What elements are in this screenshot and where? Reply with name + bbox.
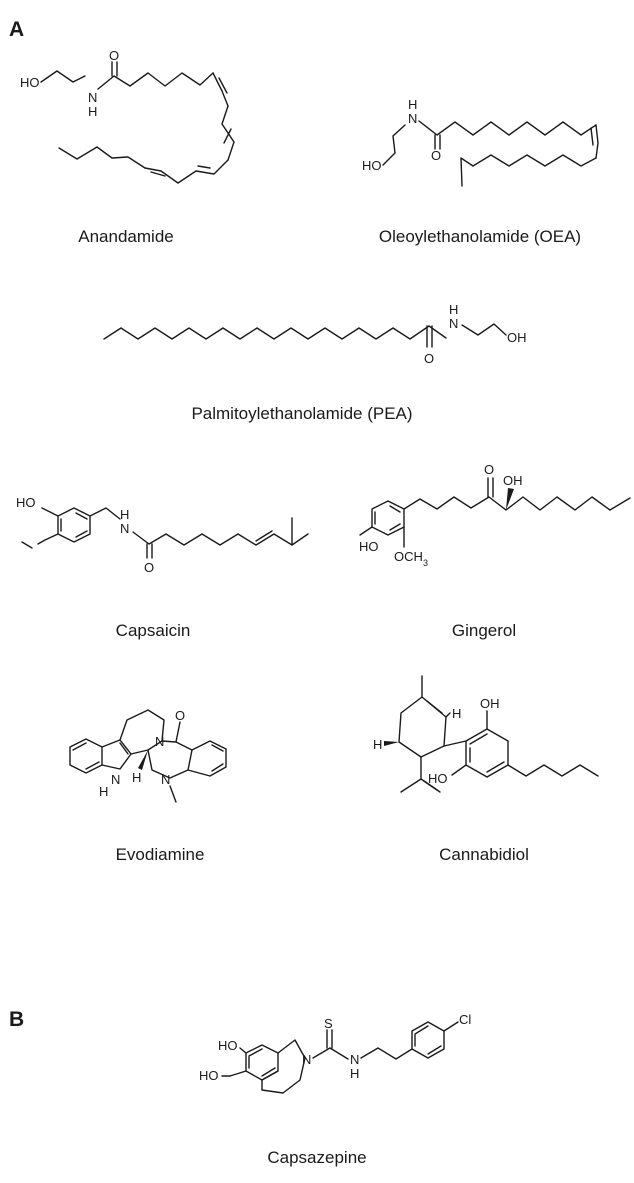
svg-text:H: H [452,706,461,721]
svg-text:N: N [408,111,417,126]
caption-cannabidiol: Cannabidiol [439,845,529,864]
caption-evodiamine: Evodiamine [115,845,205,864]
panel-label-a: A [9,18,25,41]
svg-text:HO: HO [218,1038,238,1053]
caption-pea: Palmitoylethanolamide (PEA) [191,404,413,423]
svg-text:O: O [484,462,494,477]
svg-text:H: H [99,784,108,799]
svg-text:H: H [350,1066,359,1081]
svg-text:H: H [132,770,141,785]
svg-text:N: N [88,90,97,105]
svg-text:N: N [161,772,170,787]
svg-text:OH: OH [480,696,500,711]
svg-text:HO: HO [199,1068,219,1083]
caption-capsaicin: Capsaicin [115,621,191,640]
panel-label-b: B [9,1008,25,1031]
svg-text:N: N [302,1052,311,1067]
svg-text:H: H [373,737,382,752]
svg-text:Cl: Cl [459,1012,471,1027]
svg-text:N: N [111,772,120,787]
svg-text:N: N [350,1052,359,1067]
svg-text:HO: HO [20,75,40,90]
caption-capsazepine: Capsazepine [267,1148,367,1167]
svg-text:N: N [449,316,458,331]
svg-text:HO: HO [362,158,382,173]
svg-text:N: N [155,734,164,749]
svg-text:OCH: OCH [394,549,423,564]
svg-text:HO: HO [16,495,36,510]
svg-text:OH: OH [503,473,523,488]
svg-text:O: O [144,560,154,575]
svg-text:N: N [120,521,129,536]
svg-text:3: 3 [423,558,428,568]
svg-text:HO: HO [428,771,448,786]
svg-text:H: H [88,104,97,119]
svg-text:H: H [408,97,417,112]
svg-text:O: O [175,708,185,723]
svg-text:HO: HO [359,539,379,554]
svg-text:OH: OH [507,330,527,345]
caption-oea: Oleoylethanolamide (OEA) [378,227,582,246]
caption-gingerol: Gingerol [451,621,517,640]
svg-text:S: S [324,1016,333,1031]
svg-text:O: O [431,148,441,163]
caption-anandamide: Anandamide [78,227,174,246]
svg-text:O: O [109,48,119,63]
svg-text:H: H [449,302,458,317]
svg-text:H: H [120,507,129,522]
svg-text:O: O [424,351,434,366]
